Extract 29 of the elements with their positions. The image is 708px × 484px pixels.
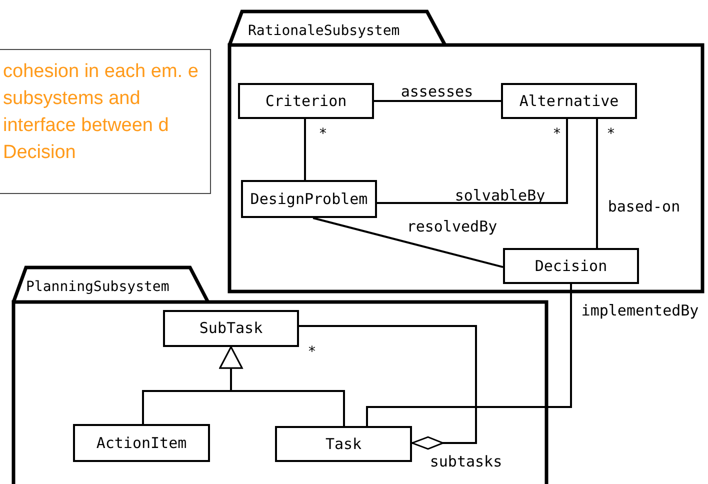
class-box: SubTask bbox=[163, 310, 299, 347]
class-box: Criterion bbox=[238, 83, 374, 119]
connector bbox=[596, 119, 598, 248]
connector bbox=[304, 119, 306, 180]
package-frame bbox=[228, 10, 704, 293]
connector bbox=[219, 346, 345, 426]
package-name: PlanningSubsystem bbox=[26, 280, 170, 294]
edge-label: solvableBy bbox=[454, 188, 546, 204]
connector bbox=[374, 100, 501, 102]
class-box: Decision bbox=[503, 248, 639, 284]
multiplicity-label: * bbox=[606, 127, 616, 141]
note-box: cohesion in each em. e subsystems and interface between d Decision bbox=[0, 49, 211, 194]
edge-label: subtasks bbox=[430, 454, 502, 470]
multiplicity-label: * bbox=[308, 345, 316, 359]
connector bbox=[366, 284, 572, 426]
edge-label: based-on bbox=[608, 200, 680, 214]
edge-label: resolvedBy bbox=[406, 220, 498, 234]
class-box: ActionItem bbox=[73, 424, 210, 462]
class-box: DesignProblem bbox=[241, 180, 377, 218]
connector bbox=[377, 119, 568, 204]
edge-label: implementedBy bbox=[581, 304, 699, 318]
multiplicity-label: * bbox=[552, 127, 562, 141]
edge-label: assesses bbox=[400, 84, 474, 100]
connector bbox=[312, 217, 504, 268]
connector bbox=[299, 325, 477, 450]
class-box: Alternative bbox=[501, 83, 637, 119]
package-name: RationaleSubsystem bbox=[248, 24, 400, 38]
multiplicity-label: * bbox=[318, 127, 328, 141]
class-box: Task bbox=[275, 426, 412, 462]
